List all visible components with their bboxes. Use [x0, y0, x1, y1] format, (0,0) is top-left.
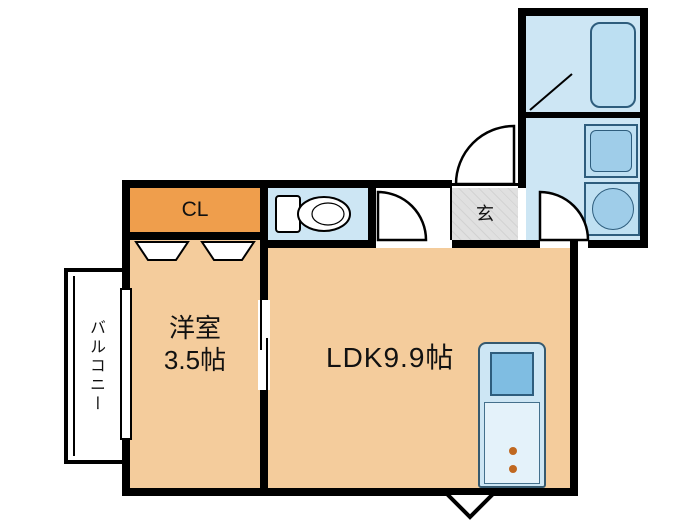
- hall-entrance-step-line: [450, 188, 452, 240]
- wall-toilet-hall-divider: [368, 188, 376, 240]
- wall-closet-bottom: [130, 232, 260, 240]
- room-hallway: [376, 188, 452, 240]
- wall-block-bottom-left: [518, 240, 540, 248]
- room-toilet: [268, 188, 368, 240]
- kitchen-cabinet: [484, 402, 540, 484]
- wall-under-toilet: [268, 240, 376, 248]
- washing-machine-pan: [584, 124, 638, 178]
- western-room-label: 洋室 3.5帖: [164, 312, 226, 377]
- wall-block-right: [640, 8, 648, 248]
- balcony: バルコニー: [64, 268, 122, 464]
- wall-block-top: [518, 8, 648, 16]
- wall-bath-divider: [526, 112, 640, 118]
- closet-label: CL: [181, 197, 209, 221]
- kitchen-stove: [490, 352, 534, 396]
- window-west: [120, 288, 132, 440]
- wall-block-left: [518, 8, 526, 188]
- room-western: 洋室 3.5帖: [130, 240, 260, 488]
- room-entrance: 玄: [452, 188, 518, 240]
- bathroom-sink: [584, 182, 640, 236]
- sliding-door-panel-top: [260, 300, 262, 350]
- wall-bottom-main: [122, 488, 578, 496]
- entrance-threshold-line: [452, 183, 518, 186]
- entrance-door-arc: [454, 124, 516, 186]
- kitchen-unit: [478, 342, 546, 488]
- wall-closet-toilet-divider: [260, 188, 268, 240]
- sliding-door-panel-bottom: [266, 338, 268, 390]
- balcony-label: バルコニー: [87, 318, 104, 414]
- ldk-label: LDK9.9帖: [326, 342, 455, 373]
- western-room-name: 洋室: [168, 312, 221, 343]
- wall-block-bottom-right: [588, 240, 648, 248]
- wall-top-main: [122, 180, 452, 188]
- washing-machine-drum: [590, 130, 632, 172]
- sink-basin: [592, 188, 634, 230]
- bathtub: [590, 22, 636, 108]
- western-room-size: 3.5帖: [163, 345, 227, 375]
- room-closet: CL: [130, 188, 260, 232]
- balcony-rail-line: [73, 276, 75, 456]
- entrance-label: 玄: [476, 203, 494, 224]
- wall-right-main: [570, 240, 578, 488]
- wall-under-entrance: [452, 240, 518, 248]
- cabinet-knob-top: [509, 447, 517, 455]
- entrance-marker-triangle: [441, 491, 499, 520]
- cabinet-knob-bottom: [509, 465, 517, 473]
